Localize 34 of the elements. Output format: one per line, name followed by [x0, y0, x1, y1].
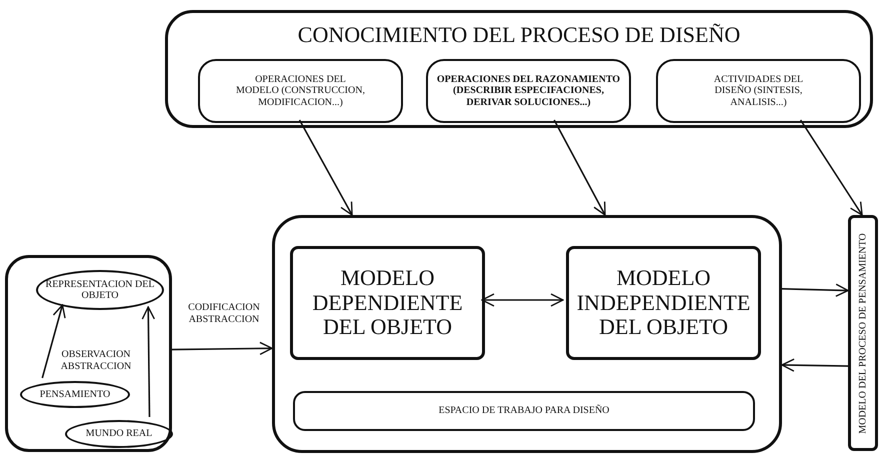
- arrow: [142, 306, 156, 417]
- arrow: [42, 304, 66, 378]
- rounded-box: [290, 246, 485, 360]
- arrow: [554, 120, 606, 216]
- node-label: ESPACIO DE TRABAJO PARA DISEÑO: [438, 405, 610, 417]
- ellipse-node: [65, 420, 173, 448]
- rounded-box: [566, 246, 761, 360]
- rounded-box: [293, 391, 755, 431]
- node-label: MUNDO REAL: [84, 428, 154, 440]
- node-label: PENSAMIENTO: [38, 388, 112, 400]
- node-label: CONOCIMIENTO DEL PROCESO DE DISEÑO: [296, 23, 742, 48]
- ellipse-node: [36, 270, 164, 310]
- arrow: [800, 120, 863, 216]
- node-label: ACTIVIDADES DEL DISEÑO (SINTESIS, ANALISIS...): [712, 74, 804, 108]
- arrow: [481, 293, 564, 307]
- node-label: MODELO DEL PROCESO DE PENSAMIENTO: [858, 232, 868, 436]
- arrow: [172, 342, 273, 356]
- rounded-box: [848, 215, 878, 451]
- node-label: MODELO INDEPENDIENTE DEL OBJETO: [576, 266, 752, 340]
- node-label: OPERACIONES DEL MODELO (CONSTRUCCION, MODIFICACION...): [235, 74, 366, 108]
- arrow: [782, 284, 849, 297]
- container-box: [272, 215, 782, 453]
- container-box: [5, 255, 172, 452]
- node-label: OPERACIONES DEL RAZONAMIENTO (DESCRIBIR ESPECIFACIONES, DERIVAR SOLUCIONES...): [436, 74, 622, 108]
- rounded-box: [198, 59, 403, 123]
- rounded-box: [165, 10, 873, 128]
- ellipse-node: [20, 381, 130, 408]
- arrow: [781, 358, 848, 372]
- rounded-box: [656, 59, 861, 123]
- arrow: [298, 120, 353, 216]
- text-label: OBSERVACION ABSTRACCION: [60, 349, 132, 372]
- node-label: MODELO DEPENDIENTE DEL OBJETO: [311, 266, 464, 340]
- node-label: REPRESENTACION DEL OBJETO: [44, 278, 156, 302]
- rounded-box: [426, 59, 631, 123]
